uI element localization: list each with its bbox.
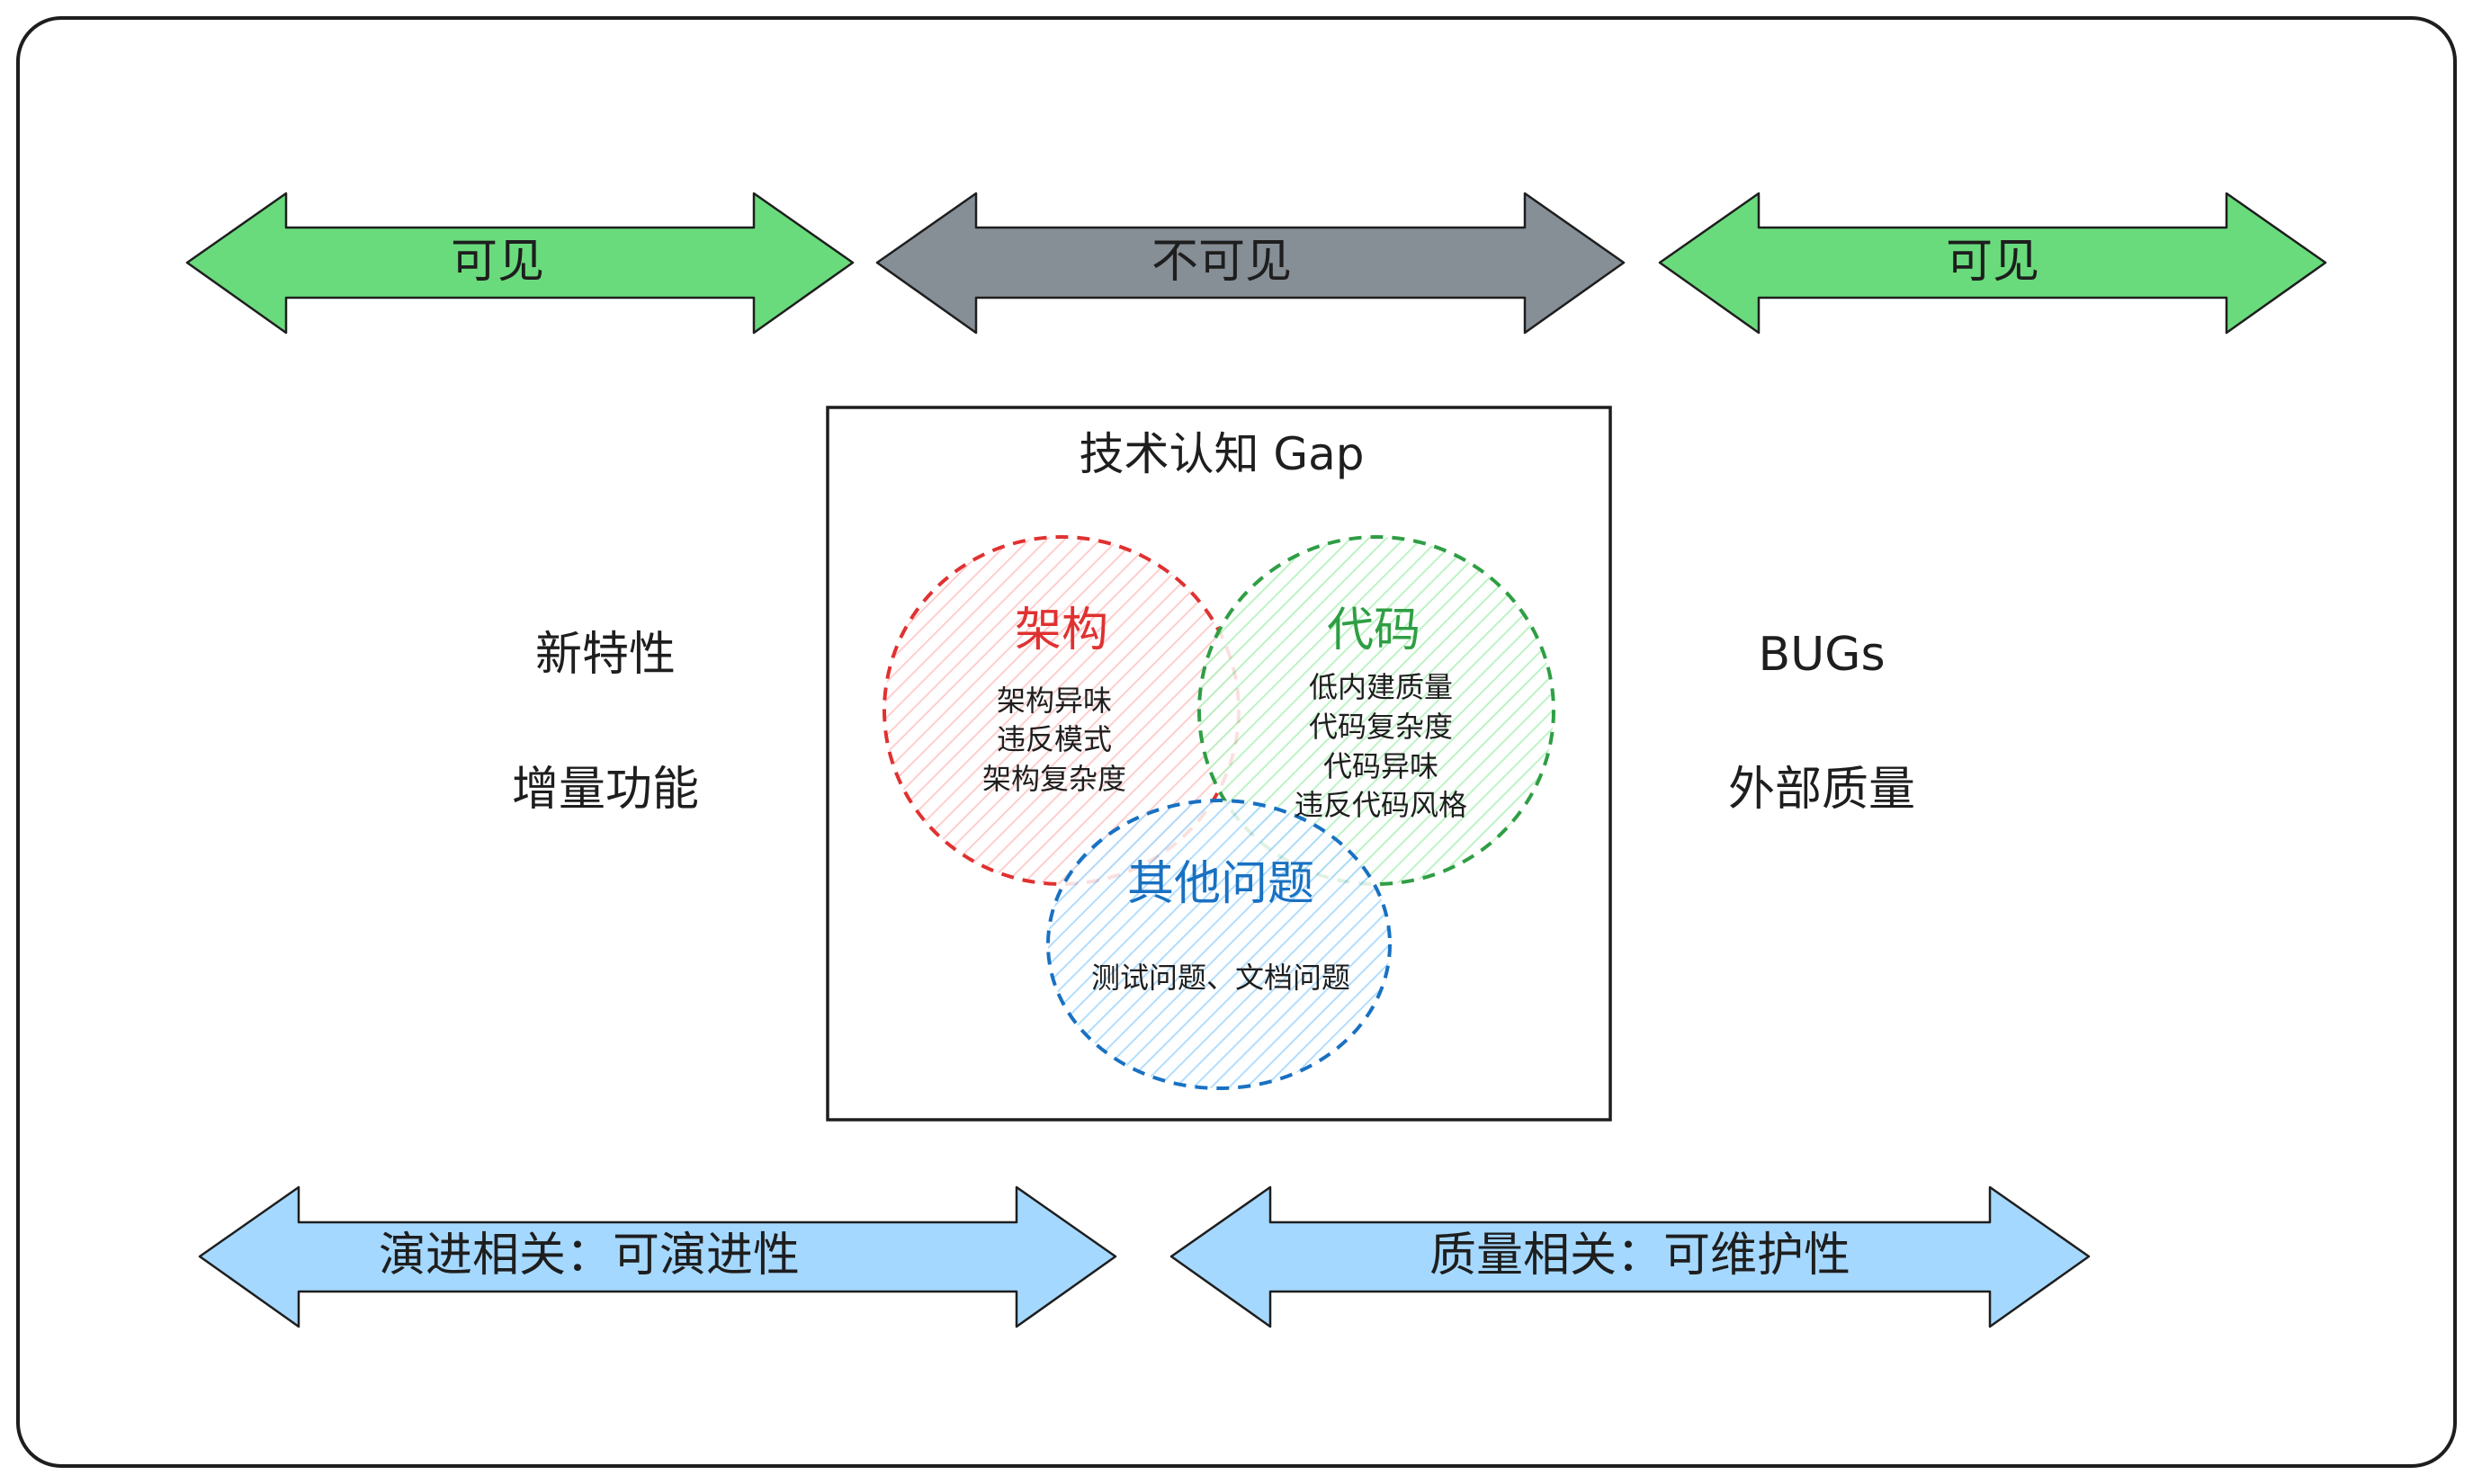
left-label-new-features: 新特性 [535, 628, 676, 682]
right-label-external-quality: 外部质量 [1728, 763, 1915, 817]
bottom-arrow-maintainability: 质量相关：可维护性 [1169, 1185, 2091, 1328]
code-item: 低内建质量 [1309, 670, 1453, 704]
top-arrow-invisible: 不可见 [875, 192, 1626, 335]
other-issues-circle [1046, 799, 1392, 1090]
code-title: 代码 [1327, 603, 1420, 657]
top-arrow-visible-left: 可见 [185, 192, 855, 335]
arrow-label: 可见 [1946, 235, 2039, 289]
code-circle [1197, 535, 1555, 886]
code-item: 违反代码风格 [1295, 788, 1467, 822]
code-item: 代码复杂度 [1309, 710, 1453, 744]
other-issues-title: 其他问题 [1127, 857, 1314, 911]
arrow-label: 演进相关：可演进性 [379, 1229, 800, 1283]
other-issues-item: 测试问题、文档问题 [1091, 961, 1350, 995]
architecture-item: 违反模式 [997, 722, 1112, 756]
double-arrow-shape [185, 192, 855, 335]
arrow-label: 质量相关：可维护性 [1429, 1229, 1850, 1283]
gap-box-title: 技术认知 Gap [1079, 428, 1364, 480]
top-arrow-visible-right: 可见 [1658, 192, 2327, 335]
double-arrow-shape [198, 1185, 1117, 1328]
left-label-incremental: 增量功能 [512, 763, 699, 817]
architecture-item: 架构复杂度 [982, 762, 1126, 796]
code-item: 代码异味 [1323, 749, 1438, 783]
double-arrow-shape [1658, 192, 2327, 335]
bottom-arrow-evolvability: 演进相关：可演进性 [198, 1185, 1117, 1328]
architecture-title: 架构 [1015, 603, 1108, 657]
double-arrow-shape [1169, 1185, 2091, 1328]
tech-gap-box: 技术认知 Gap 架构 架构异味 违反模式 架构复杂度 代码 低内建质量 代码复… [826, 406, 1612, 1122]
arrow-label: 不可见 [1151, 235, 1292, 289]
architecture-item: 架构异味 [997, 684, 1112, 718]
right-label-bugs: BUGs [1758, 628, 1885, 682]
arrow-label: 可见 [451, 235, 544, 289]
double-arrow-shape [875, 192, 1626, 335]
